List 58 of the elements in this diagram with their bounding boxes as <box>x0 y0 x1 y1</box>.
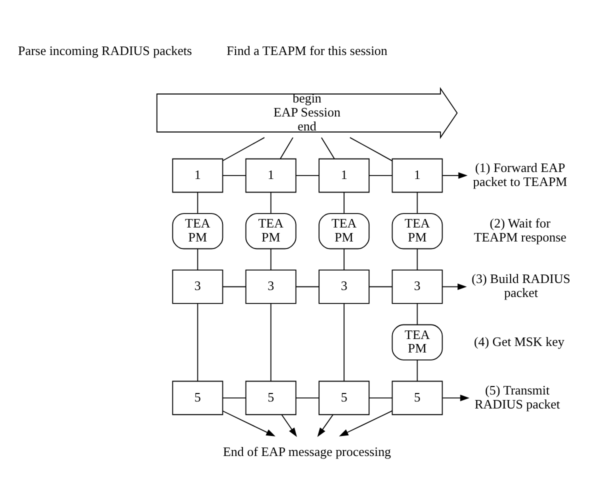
node-box: 5 <box>172 380 224 415</box>
connector <box>197 191 198 214</box>
connector <box>197 302 198 382</box>
connector <box>296 396 320 398</box>
node-text: (1) Forward EAP packet to TEAPM <box>473 160 568 188</box>
connector <box>222 174 246 176</box>
connector <box>296 174 320 176</box>
node-text: (3) Build RADIUS packet <box>472 270 570 300</box>
node-box: 5 <box>245 380 296 415</box>
connector <box>197 248 198 270</box>
node-box: 5 <box>392 380 443 415</box>
connector <box>344 191 345 214</box>
node-box: 3 <box>392 269 443 304</box>
node-box: 3 <box>245 269 296 304</box>
node-box: TEA PM <box>318 212 370 249</box>
arrow <box>339 410 393 436</box>
node-box: TEA PM <box>245 212 296 249</box>
node-box: 1 <box>318 158 370 192</box>
connector <box>296 286 320 287</box>
connector <box>280 136 294 159</box>
arrow <box>222 410 276 436</box>
connector <box>344 248 345 270</box>
connector <box>416 302 418 324</box>
connector <box>368 286 393 287</box>
node-box: 1 <box>392 158 443 192</box>
connector <box>320 136 335 159</box>
label: (4) Get MSK key <box>474 333 564 348</box>
node-box: TEA PM <box>392 212 443 249</box>
connector <box>270 248 272 270</box>
arrow <box>281 414 297 436</box>
connector <box>350 136 393 161</box>
node-box: 1 <box>245 158 296 192</box>
arrow <box>442 172 468 178</box>
label: Find a TEAPM for this session <box>226 42 388 58</box>
node-box: 3 <box>318 269 370 304</box>
arrow <box>442 394 470 401</box>
label: (2) Wait for TEAPM response <box>474 215 566 244</box>
connector <box>222 286 246 287</box>
connector <box>416 191 418 214</box>
connector <box>344 302 345 382</box>
node-box: 5 <box>318 380 370 415</box>
connector <box>416 359 418 382</box>
node-text: (5) Transmit RADIUS packet <box>474 382 560 411</box>
connector <box>368 396 393 398</box>
connector <box>270 302 272 382</box>
node-box: 3 <box>172 269 224 304</box>
connector <box>416 248 418 270</box>
node-text: End of EAP message processing <box>222 444 392 459</box>
arrow <box>317 414 334 436</box>
node-box: 1 <box>172 158 224 192</box>
node-box: TEA PM <box>392 324 443 360</box>
connector <box>270 191 272 214</box>
connector <box>368 174 393 176</box>
connector <box>222 396 246 398</box>
connector <box>222 136 265 161</box>
label: Parse incoming RADIUS packets <box>18 42 192 58</box>
arrow <box>442 283 467 290</box>
node-box: TEA PM <box>172 212 224 249</box>
